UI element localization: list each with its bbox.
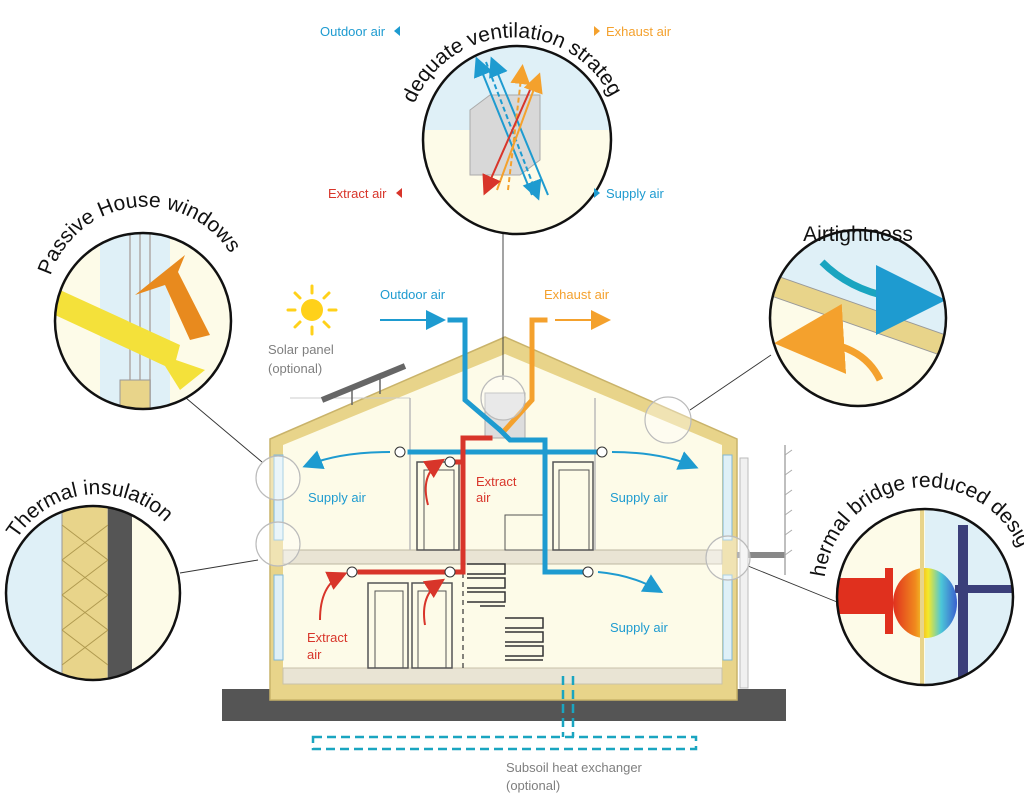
label-solar-panel: Solar panel [268,342,334,357]
solar-panel [286,284,407,405]
label-extract-lower-2: air [307,647,322,662]
airtightness-title: Airtightness [803,223,913,246]
callout-ventilation: Adequate ventilation strategy [0,0,627,236]
house-labels: Outdoor air Exhaust air Solar panel (opt… [268,287,668,793]
callout-connectors [179,234,843,605]
room-flow-arrows [302,310,699,626]
sun-icon [286,284,338,336]
subsoil-heat-exchanger [311,676,698,751]
legend-extract-air: Extract air [328,186,387,201]
label-solar-optional: (optional) [268,361,322,376]
label-subsoil-optional: (optional) [506,778,560,793]
label-supply-upper-left: Supply air [308,490,366,505]
detail-loupes [255,375,751,581]
air-terminals [346,446,608,578]
label-subsoil: Subsoil heat exchanger [506,760,643,775]
ventilation-ducts [357,317,603,575]
callout-windows: Passive House windows [34,189,245,411]
callout-insulation: Thermal insulation [2,476,182,682]
label-extract-upper-2: air [476,490,491,505]
legend-extract-arrow-icon [396,188,402,198]
label-outdoor-air: Outdoor air [380,287,446,302]
house [269,336,793,701]
label-extract-lower-1: Extract [307,630,348,645]
legend-outdoor-arrow-icon [394,26,400,36]
legend-outdoor-air: Outdoor air [320,24,386,39]
top-legend: Outdoor air Exhaust air Extract air Supp… [320,24,672,201]
label-supply-lower-right: Supply air [610,620,668,635]
legend-supply-air: Supply air [606,186,664,201]
callout-airtightness: Airtightness [768,223,948,408]
label-supply-upper-right: Supply air [610,490,668,505]
label-extract-upper-1: Extract [476,474,517,489]
legend-exhaust-air: Exhaust air [606,24,672,39]
legend-supply-arrow-icon [594,188,600,198]
legend-exhaust-arrow-icon [594,26,600,36]
label-exhaust-air: Exhaust air [544,287,610,302]
